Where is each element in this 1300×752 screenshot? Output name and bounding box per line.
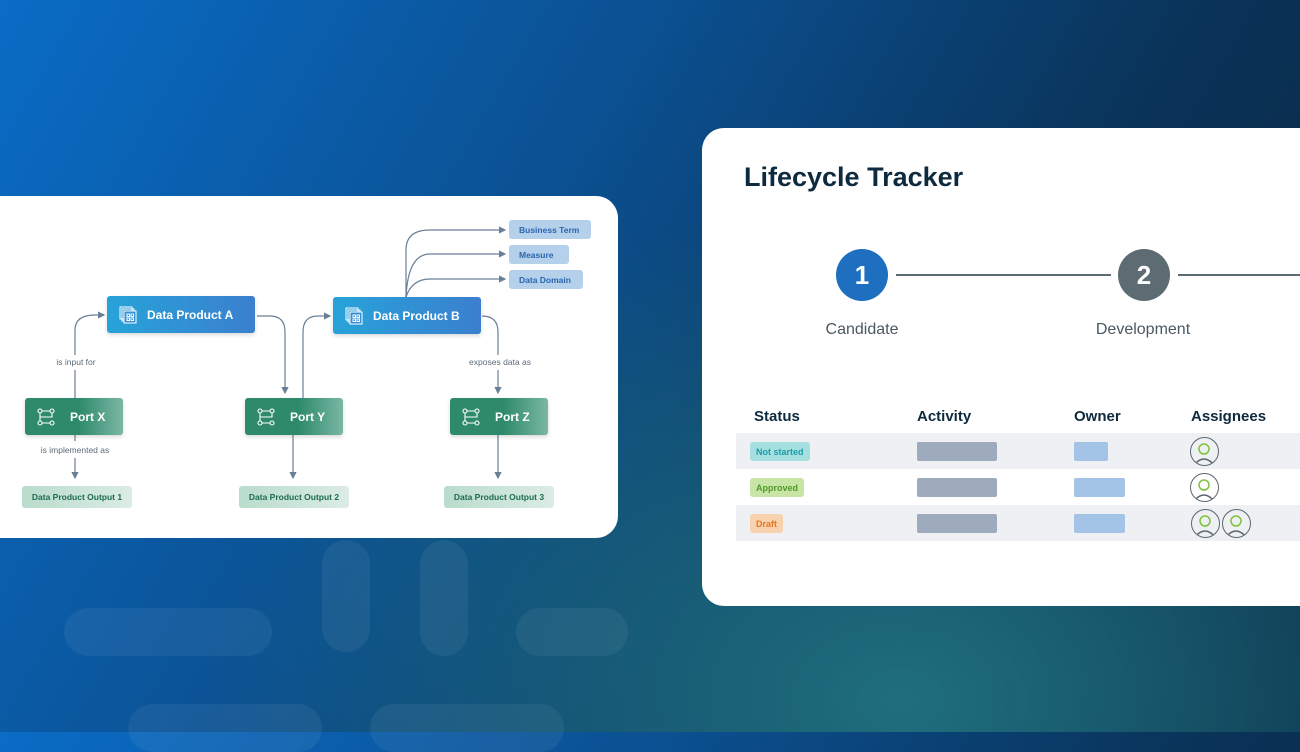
port-label: Port Z <box>495 409 530 424</box>
edge-label-exposes-data-as: exposes data as <box>469 357 531 367</box>
tag-measure[interactable]: Measure <box>509 245 569 264</box>
table-row[interactable]: Approved <box>736 469 1300 505</box>
edge-label-is-implemented-as: is implemented as <box>40 445 110 455</box>
assignee-avatar-icon <box>1190 473 1219 502</box>
step-connector-line <box>1178 274 1300 276</box>
step-2-circle[interactable]: 2 <box>1118 249 1170 301</box>
port-icon <box>462 408 480 426</box>
tag-business-term[interactable]: Business Term <box>509 220 591 239</box>
column-header-owner: Owner <box>1074 408 1121 425</box>
status-badge: Draft <box>750 514 784 533</box>
output-node-3[interactable]: Data Product Output 3 <box>444 486 554 508</box>
tag-data-domain[interactable]: Data Domain <box>509 270 583 289</box>
data-product-icon <box>119 306 137 324</box>
edge-label-is-input-for: is input for <box>56 357 96 367</box>
table-row[interactable]: Not started <box>736 433 1300 469</box>
port-icon <box>37 408 55 426</box>
port-icon <box>257 408 275 426</box>
port-label: Port X <box>70 409 106 424</box>
output-node-1[interactable]: Data Product Output 1 <box>22 486 132 508</box>
data-product-b-node[interactable]: Data Product B <box>333 297 481 334</box>
activity-placeholder <box>917 478 997 497</box>
output-node-2[interactable]: Data Product Output 2 <box>239 486 349 508</box>
column-header-assignees: Assignees <box>1191 408 1267 425</box>
owner-placeholder <box>1074 514 1125 533</box>
step-1-circle[interactable]: 1 <box>836 249 888 301</box>
status-badge: Approved <box>750 478 805 497</box>
owner-placeholder <box>1074 478 1125 497</box>
assignee-avatar-icon <box>1190 437 1219 466</box>
activity-placeholder <box>917 442 997 461</box>
port-y-node[interactable]: Port Y <box>245 398 343 435</box>
owner-placeholder <box>1074 442 1108 461</box>
step-1-label: Candidate <box>825 321 899 338</box>
assignee-avatar-icon <box>1191 509 1220 538</box>
table-row[interactable]: Draft <box>736 505 1300 541</box>
step-connector-line <box>896 274 1111 276</box>
column-header-status: Status <box>754 408 800 425</box>
assignee-avatar-icon <box>1222 509 1251 538</box>
port-z-node[interactable]: Port Z <box>450 398 548 435</box>
tracker-title: Lifecycle Tracker <box>744 162 964 192</box>
step-2-label: Development <box>1095 321 1191 338</box>
port-x-node[interactable]: Port X <box>25 398 123 435</box>
data-product-label: Data Product A <box>147 307 234 322</box>
port-label: Port Y <box>290 409 326 424</box>
data-product-icon <box>345 307 363 325</box>
activity-placeholder <box>917 514 997 533</box>
data-product-a-node[interactable]: Data Product A <box>107 296 255 333</box>
column-header-activity: Activity <box>917 408 972 425</box>
status-badge: Not started <box>750 442 810 461</box>
data-product-label: Data Product B <box>373 308 460 323</box>
diagram-connectors <box>71 226 507 480</box>
